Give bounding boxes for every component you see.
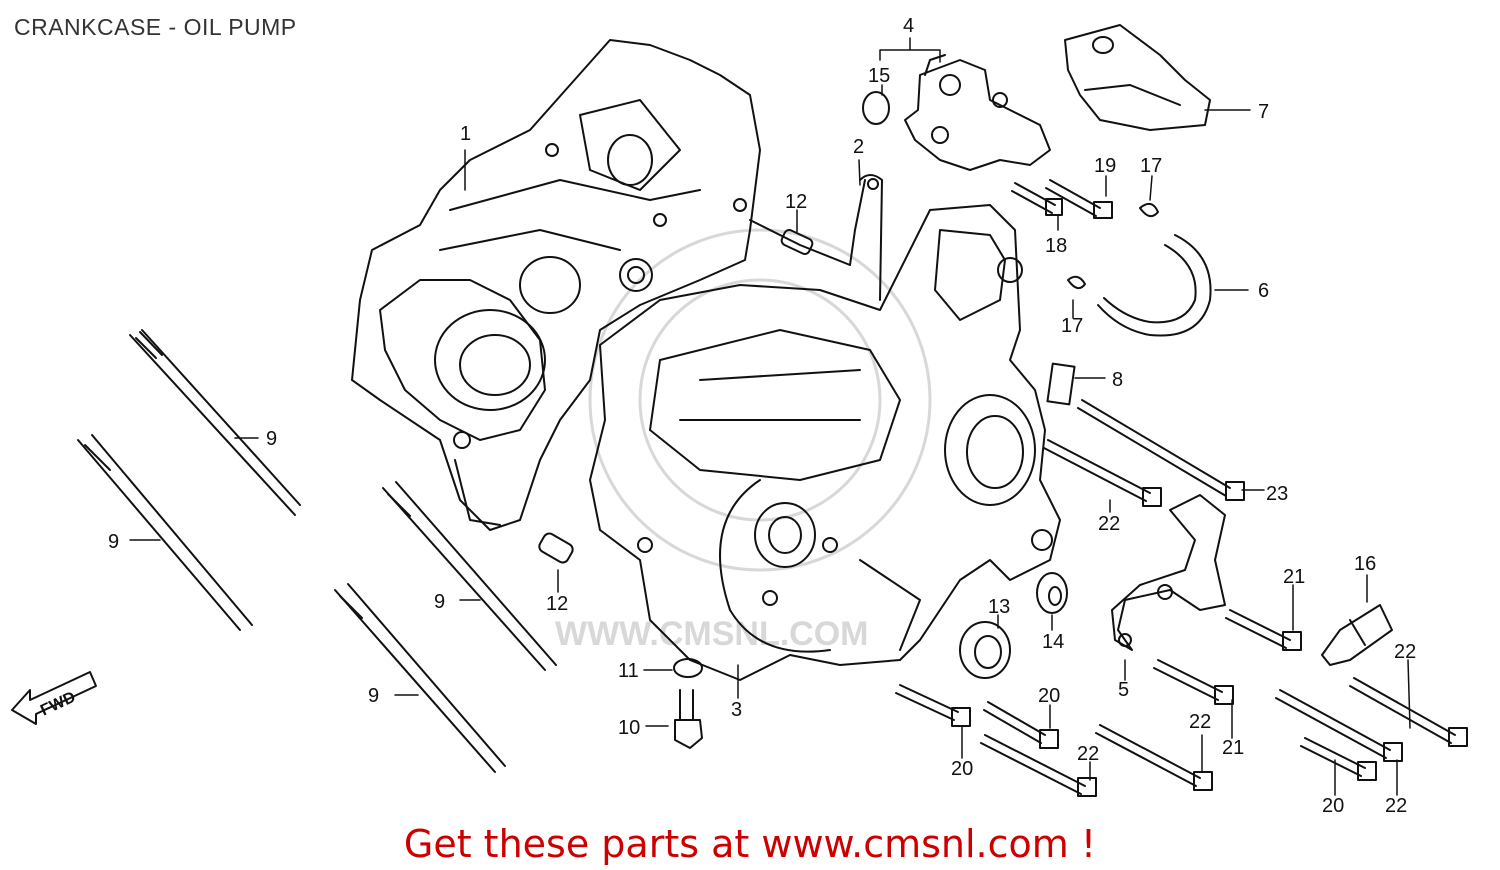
bolt-20-a [895,684,971,727]
callout-23: 23 [1266,483,1288,505]
bracket-5 [1111,494,1226,651]
cta-link[interactable]: Get these parts at www.cmsnl.com ! [403,822,1097,866]
callout-17a: 17 [1140,155,1162,177]
dowel-pin-12a [780,229,814,255]
callout-1: 1 [460,123,471,145]
bolt-21-b [1153,659,1234,705]
oil-pump [904,54,1051,171]
callout-21a: 21 [1283,566,1305,588]
callout-10: 10 [618,717,640,739]
bolt-20-b [983,701,1059,749]
leader-lines [129,37,1411,796]
callout-22c: 22 [1385,795,1407,817]
hose-clip-17a [1139,202,1159,218]
bolt-22-e [980,734,1097,797]
callout-20b: 20 [1038,685,1060,707]
callout-22d: 22 [1189,711,1211,733]
oil-hose [1097,234,1212,337]
diagram-title: CRANKCASE - OIL PUMP [14,14,297,40]
callout-20c: 20 [1322,795,1344,817]
callout-6: 6 [1258,280,1269,302]
callout-13: 13 [988,596,1010,618]
washer-11 [673,658,703,678]
stud-bolt-9a [129,329,301,516]
callout-22a: 22 [1098,513,1120,535]
callout-11: 11 [618,660,639,682]
o-ring-15 [862,91,890,125]
callout-21b: 21 [1222,737,1244,759]
callout-9c: 9 [434,591,445,613]
crankcase-gasket [849,174,883,301]
callout-19: 19 [1094,155,1116,177]
callout-15: 15 [868,65,890,87]
crankcase-left-half [351,39,761,531]
bolt-18 [1011,182,1063,216]
callout-22b: 22 [1394,641,1416,663]
callout-9b: 9 [108,531,119,553]
callout-7: 7 [1258,101,1269,123]
bolt-22-a [1043,439,1162,507]
dowel-pin-12b [538,532,574,564]
callout-2: 2 [853,136,864,158]
stud-bolt-9d [334,583,506,773]
callout-17b: 17 [1061,315,1083,337]
crankcase-right-half [589,204,1061,681]
bolt-22-c [1275,689,1403,762]
callout-14: 14 [1042,631,1064,653]
bolt-23 [1077,399,1245,501]
callout-12b: 12 [546,593,568,615]
callout-4: 4 [903,15,914,37]
callout-8: 8 [1112,369,1123,391]
callout-12a: 12 [785,191,807,213]
callout-22e: 22 [1077,743,1099,765]
callout-3: 3 [731,699,742,721]
stud-bolt-9b [77,434,253,631]
bolt-22-b [1349,677,1468,747]
bolt-21-a [1225,609,1302,651]
callout-18: 18 [1045,235,1067,257]
callout-9d: 9 [368,685,379,707]
bolt-20-c [1300,737,1377,781]
callout-5: 5 [1118,679,1129,701]
watermark-text: WWW.CMSNL.COM [555,615,869,653]
sensor-16 [1321,604,1393,666]
callout-9a: 9 [266,428,277,450]
callout-20a: 20 [951,758,973,780]
watermark [588,228,932,572]
drain-bolt-10 [674,689,703,749]
bearing-14 [1036,572,1068,614]
plate-8 [1046,362,1076,406]
gasket-line [749,219,851,266]
stud-bolt-9c [382,481,557,671]
bolt-22-d [1095,724,1213,791]
oil-pump-cover [1064,24,1211,131]
hose-clip-17b [1067,275,1086,290]
bolt-19 [1045,179,1113,219]
forward-direction-arrow [11,671,97,725]
callout-16: 16 [1354,553,1376,575]
oil-seal-13 [959,621,1011,679]
